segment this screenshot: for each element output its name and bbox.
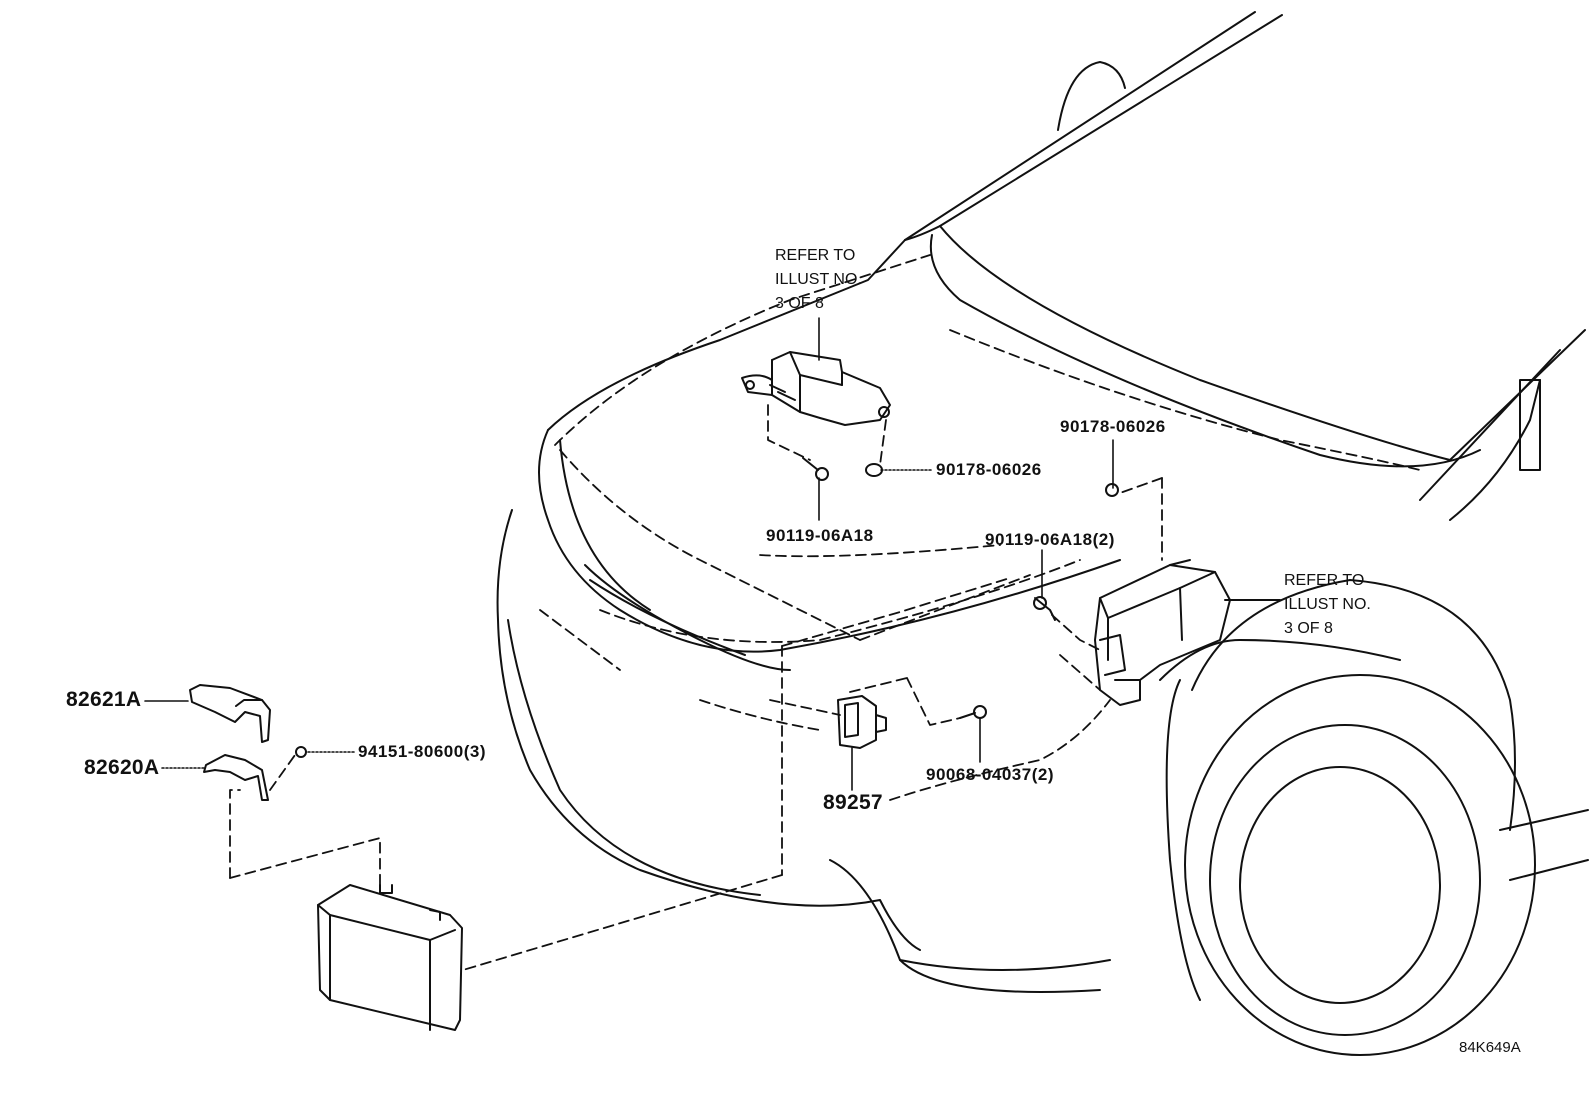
part-number-94151: 94151-80600(3)	[358, 742, 486, 761]
bracket-82621a	[189, 684, 271, 743]
bolt-icon	[802, 457, 829, 481]
bolt-icon	[1033, 596, 1056, 621]
refer-note-right: REFER TO ILLUST NO. 3 OF 8	[1284, 572, 1371, 637]
part-number-82620a: 82620A	[84, 756, 160, 779]
sensor-89257	[837, 695, 887, 749]
part-number-90119-right: 90119-06A18(2)	[985, 530, 1115, 549]
nut-icon	[865, 463, 883, 477]
battery	[317, 884, 463, 1031]
car-body-outline	[496, 11, 1589, 1056]
part-number-90119-left: 90119-06A18	[766, 526, 874, 545]
part-number-90178-right: 90178-06026	[1060, 417, 1166, 436]
part-number-90068: 90068-04037(2)	[926, 765, 1054, 784]
illustration-code: 84K649A	[1459, 1039, 1521, 1056]
part-number-90178-left: 90178-06026	[936, 460, 1042, 479]
nut-icon	[295, 746, 307, 758]
bolt-icon	[959, 705, 987, 719]
nut-icon	[1105, 483, 1119, 497]
part-number-89257: 89257	[823, 791, 883, 814]
bracket-82620a	[203, 754, 269, 801]
leader-lines	[144, 317, 1281, 791]
relay-box	[1094, 559, 1281, 706]
refer-note-top: REFER TO ILLUST NO. 3 OF 8	[775, 247, 862, 312]
part-number-82621a: 82621A	[66, 688, 142, 711]
module-top	[741, 351, 891, 426]
hidden-dashed-lines	[229, 254, 1421, 971]
